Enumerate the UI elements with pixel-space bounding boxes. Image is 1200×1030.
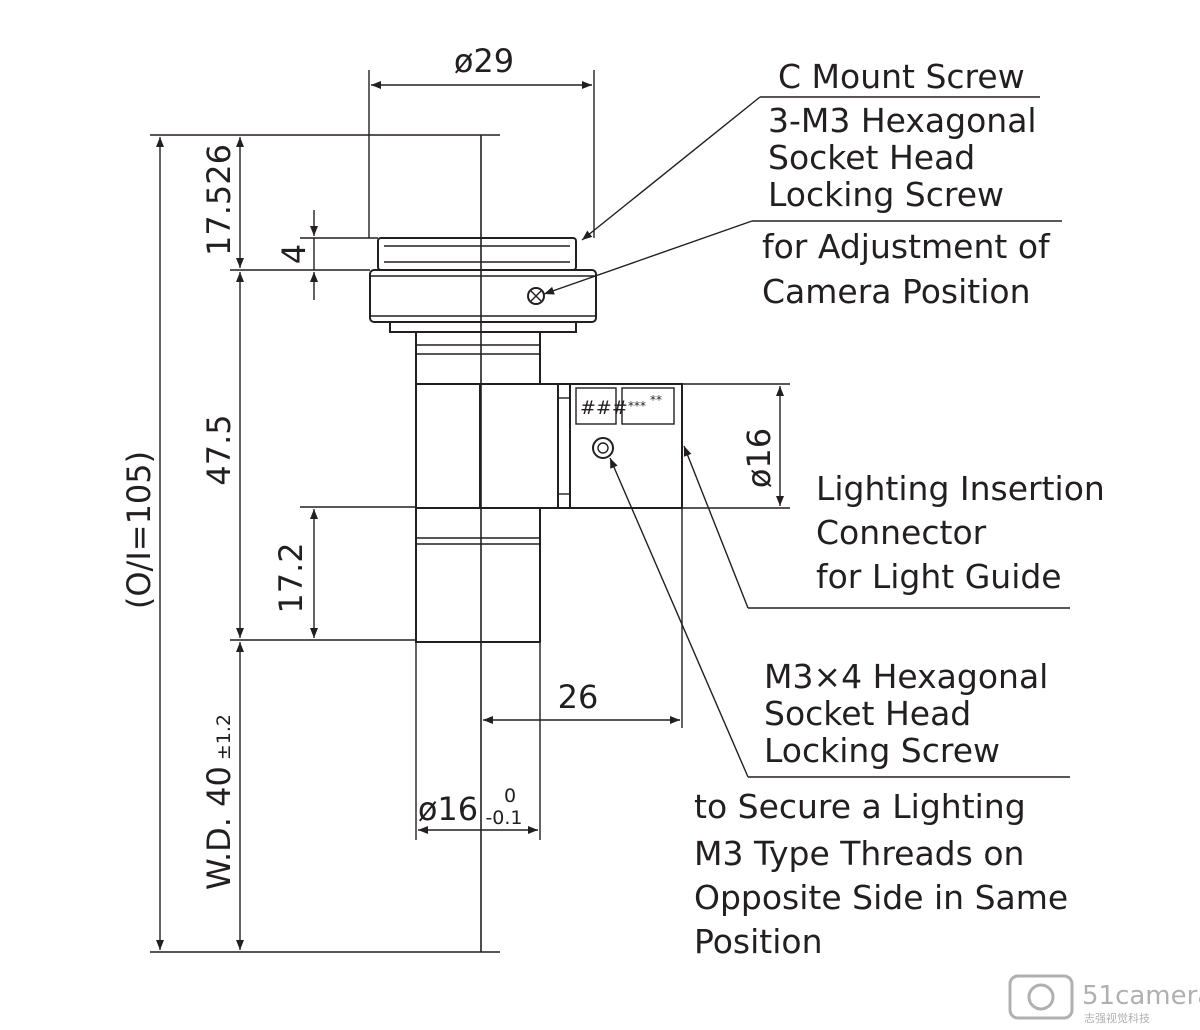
- m3-screw-label: M3×4 Hexagonal Socket Head Locking Screw: [764, 657, 1059, 770]
- dim-tol-upper: 0: [504, 785, 516, 807]
- set-screw-icon: [527, 287, 545, 305]
- marking-a: ###: [580, 397, 628, 419]
- dim-tube-length: 17.2: [272, 542, 310, 613]
- leader-lines: [543, 96, 1070, 778]
- dim-mount-height: 17.526: [200, 144, 238, 256]
- dim-outer-diameter: ø29: [454, 42, 514, 80]
- dim-working-distance: W.D. 40±1.2: [200, 714, 238, 890]
- dim-oi-total: (O/I=105): [120, 451, 158, 609]
- dim-tube-diameter: ø16: [418, 790, 478, 828]
- set-screw-purpose: for Adjustment of Camera Position: [762, 227, 1060, 311]
- marking-box-a: [575, 387, 617, 425]
- c-mount-label: C Mount Screw: [778, 57, 1025, 96]
- camera-logo-icon: [1008, 974, 1074, 1020]
- c-mount-ring: [377, 237, 577, 271]
- light-housing: [479, 383, 559, 509]
- housing-flange: [557, 383, 571, 509]
- watermark-sub: 志强视觉科技: [1084, 1011, 1150, 1025]
- lens-body: ### *** **: [369, 237, 683, 643]
- watermark-brand: 51camera: [1082, 981, 1200, 1011]
- dim-light-port-diameter: ø16: [740, 428, 778, 488]
- set-screw-label: 3-M3 Hexagonal Socket Head Locking Screw: [768, 101, 1047, 214]
- dim-tol-lower: -0.1: [485, 807, 522, 829]
- m3-screw-icon: [592, 437, 614, 459]
- upper-tube: [415, 331, 541, 385]
- dim-light-port-offset: 26: [558, 678, 599, 716]
- marking-c: **: [650, 393, 662, 407]
- collar-neck: [389, 321, 577, 333]
- watermark: 51camera 志强视觉科技: [1008, 974, 1200, 1025]
- adjustment-collar: [369, 269, 597, 323]
- m3-purpose-label: to Secure a Lighting M3 Type Threads on …: [694, 787, 1079, 961]
- lower-tube: [415, 507, 541, 643]
- dim-ring-height: 4: [275, 244, 313, 264]
- dimension-lines: [156, 81, 784, 950]
- marking-box-b: [621, 387, 675, 425]
- marking-b: ***: [628, 399, 646, 413]
- light-connector-label: Lighting Insertion Connector for Light G…: [816, 469, 1115, 596]
- dim-body-length: 47.5: [200, 414, 238, 485]
- light-port-block: [569, 383, 683, 509]
- extension-lines: [150, 70, 790, 953]
